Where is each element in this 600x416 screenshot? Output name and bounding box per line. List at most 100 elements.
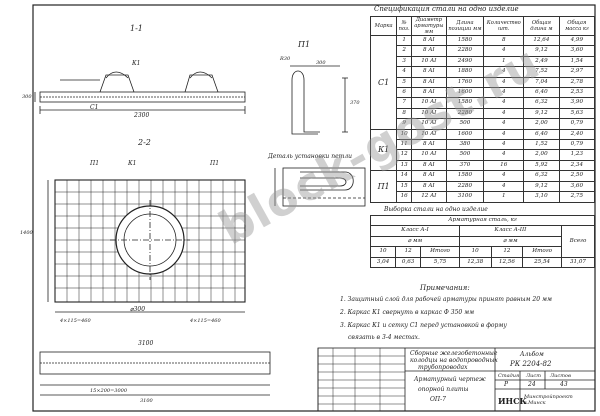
spec-table: Марка № поз. Диаметр арматуры мм Длина п… [369, 16, 596, 203]
cell: 2,75 [558, 191, 596, 203]
cell: 8 AI [411, 66, 447, 78]
cell: 5,63 [558, 107, 596, 120]
cell: 8 AI [411, 159, 447, 172]
note-1: 1. Защитный слой для рабочей арматуры пр… [340, 296, 552, 303]
cell: 0,79 [558, 139, 596, 151]
p1-loop-drawing [290, 65, 348, 135]
cell: 6,32 [523, 170, 560, 182]
cell: 6,32 [523, 97, 560, 109]
spec-header-diam: Диаметр арматуры мм [411, 16, 447, 36]
cell: 9 [396, 118, 413, 130]
cell: 2,00 [523, 118, 560, 130]
cell: 9,12 [523, 107, 560, 120]
cell: 2,53 [558, 87, 596, 99]
cell: 3,04 [369, 256, 397, 269]
section-1-1-drawing [34, 71, 246, 114]
cell: 10 [396, 128, 413, 141]
cell: 8 AI [411, 170, 447, 182]
cell: 2,78 [558, 76, 596, 89]
cell: 25,54 [522, 256, 562, 269]
detail-title: Деталь установки петли [268, 153, 352, 160]
stamp-city: Минстройпроект г.Минск [524, 394, 573, 406]
sample-class-a3: Класс А-III [458, 225, 562, 237]
dim-row-b: 4×115=460 [190, 318, 221, 324]
stamp-drawing-1: Арматурный чертеж [414, 376, 486, 383]
spec-header-total-len: Общая длина м [523, 16, 560, 36]
cell: 2,00 [523, 149, 560, 161]
sample-title: Выборка стали на одно изделие [384, 206, 488, 213]
cell: 2,34 [558, 159, 596, 172]
cell: 370 [445, 159, 485, 172]
cell: 380 [445, 139, 485, 151]
dim-row-a: 4×115=460 [60, 318, 91, 324]
cell: 12,64 [523, 34, 560, 47]
cell: 4 [483, 180, 525, 193]
cell: 4 [483, 149, 525, 161]
cell: Итого [420, 246, 460, 258]
stamp-stage-h: Стадия [498, 373, 520, 379]
cell: 8 [396, 107, 413, 120]
cell: 16 [396, 191, 413, 203]
cell: 2280 [445, 180, 485, 193]
notes-title: Примечания: [420, 284, 470, 292]
cell: 8 AI [411, 34, 447, 47]
cell: Итого [522, 246, 562, 258]
sample-diam-a3: ⌀ мм [458, 235, 562, 248]
cell: 12 AI [411, 191, 447, 203]
cell: 5 [396, 76, 413, 89]
cell: 3,10 [523, 191, 560, 203]
stamp-sheet-h: Лист [526, 373, 541, 379]
cell: 10 AI [411, 55, 447, 68]
cell: 4,99 [558, 34, 596, 47]
dim-1400: 1400 [20, 230, 33, 236]
cell: 12 [396, 149, 413, 161]
cell: 1,23 [558, 149, 596, 161]
cell: 4 [483, 128, 525, 141]
stamp-stage: Р [504, 381, 509, 388]
cell: 1580 [445, 34, 485, 47]
cell: 14 [396, 170, 413, 182]
cell: 2280 [445, 45, 485, 57]
cell: 2,50 [558, 170, 596, 182]
label-k1-plan: К1 [128, 160, 137, 167]
sample-sub: Арматурная сталь, кг [370, 214, 595, 227]
plan-2-2-drawing [47, 179, 246, 313]
cell: 1580 [445, 170, 485, 182]
stamp-desc-1: Сборные железобетонные [410, 350, 498, 357]
spec-header-len: Длина позиции мм [445, 16, 485, 36]
label-k1: К1 [132, 60, 141, 67]
cell: 12 [490, 246, 524, 258]
cell: 1,52 [523, 139, 560, 151]
spec-group-p1: П1 [369, 170, 398, 203]
cell: 10 [458, 246, 492, 258]
cell: 31,07 [560, 256, 596, 269]
cell: 1,54 [558, 55, 596, 68]
cell: 5,75 [420, 256, 460, 269]
cell: 4 [483, 139, 525, 151]
detail-loop-drawing [274, 167, 366, 207]
cell: 9,12 [523, 180, 560, 193]
note-2: 2. Каркас К1 свернуть в каркас Ф 350 мм [340, 309, 475, 316]
frame-border [32, 4, 596, 412]
stamp-code: РК 2204-82 [510, 360, 552, 368]
section-2-2-title: 2-2 [138, 138, 151, 147]
cell: 12,56 [490, 256, 524, 269]
stamp-desc-3: трубопроводах [418, 364, 468, 371]
bottom-profile-drawing [39, 351, 271, 396]
cell: 8 AI [411, 45, 447, 57]
stamp-sheet: 24 [528, 381, 536, 388]
cell: 0,63 [395, 256, 422, 269]
cell: 10 [369, 246, 397, 258]
spec-title: Спецификация стали на одно изделие [374, 5, 519, 13]
p1-title: П1 [298, 40, 311, 49]
dim-15x200: 15×200=3000 [90, 388, 128, 394]
